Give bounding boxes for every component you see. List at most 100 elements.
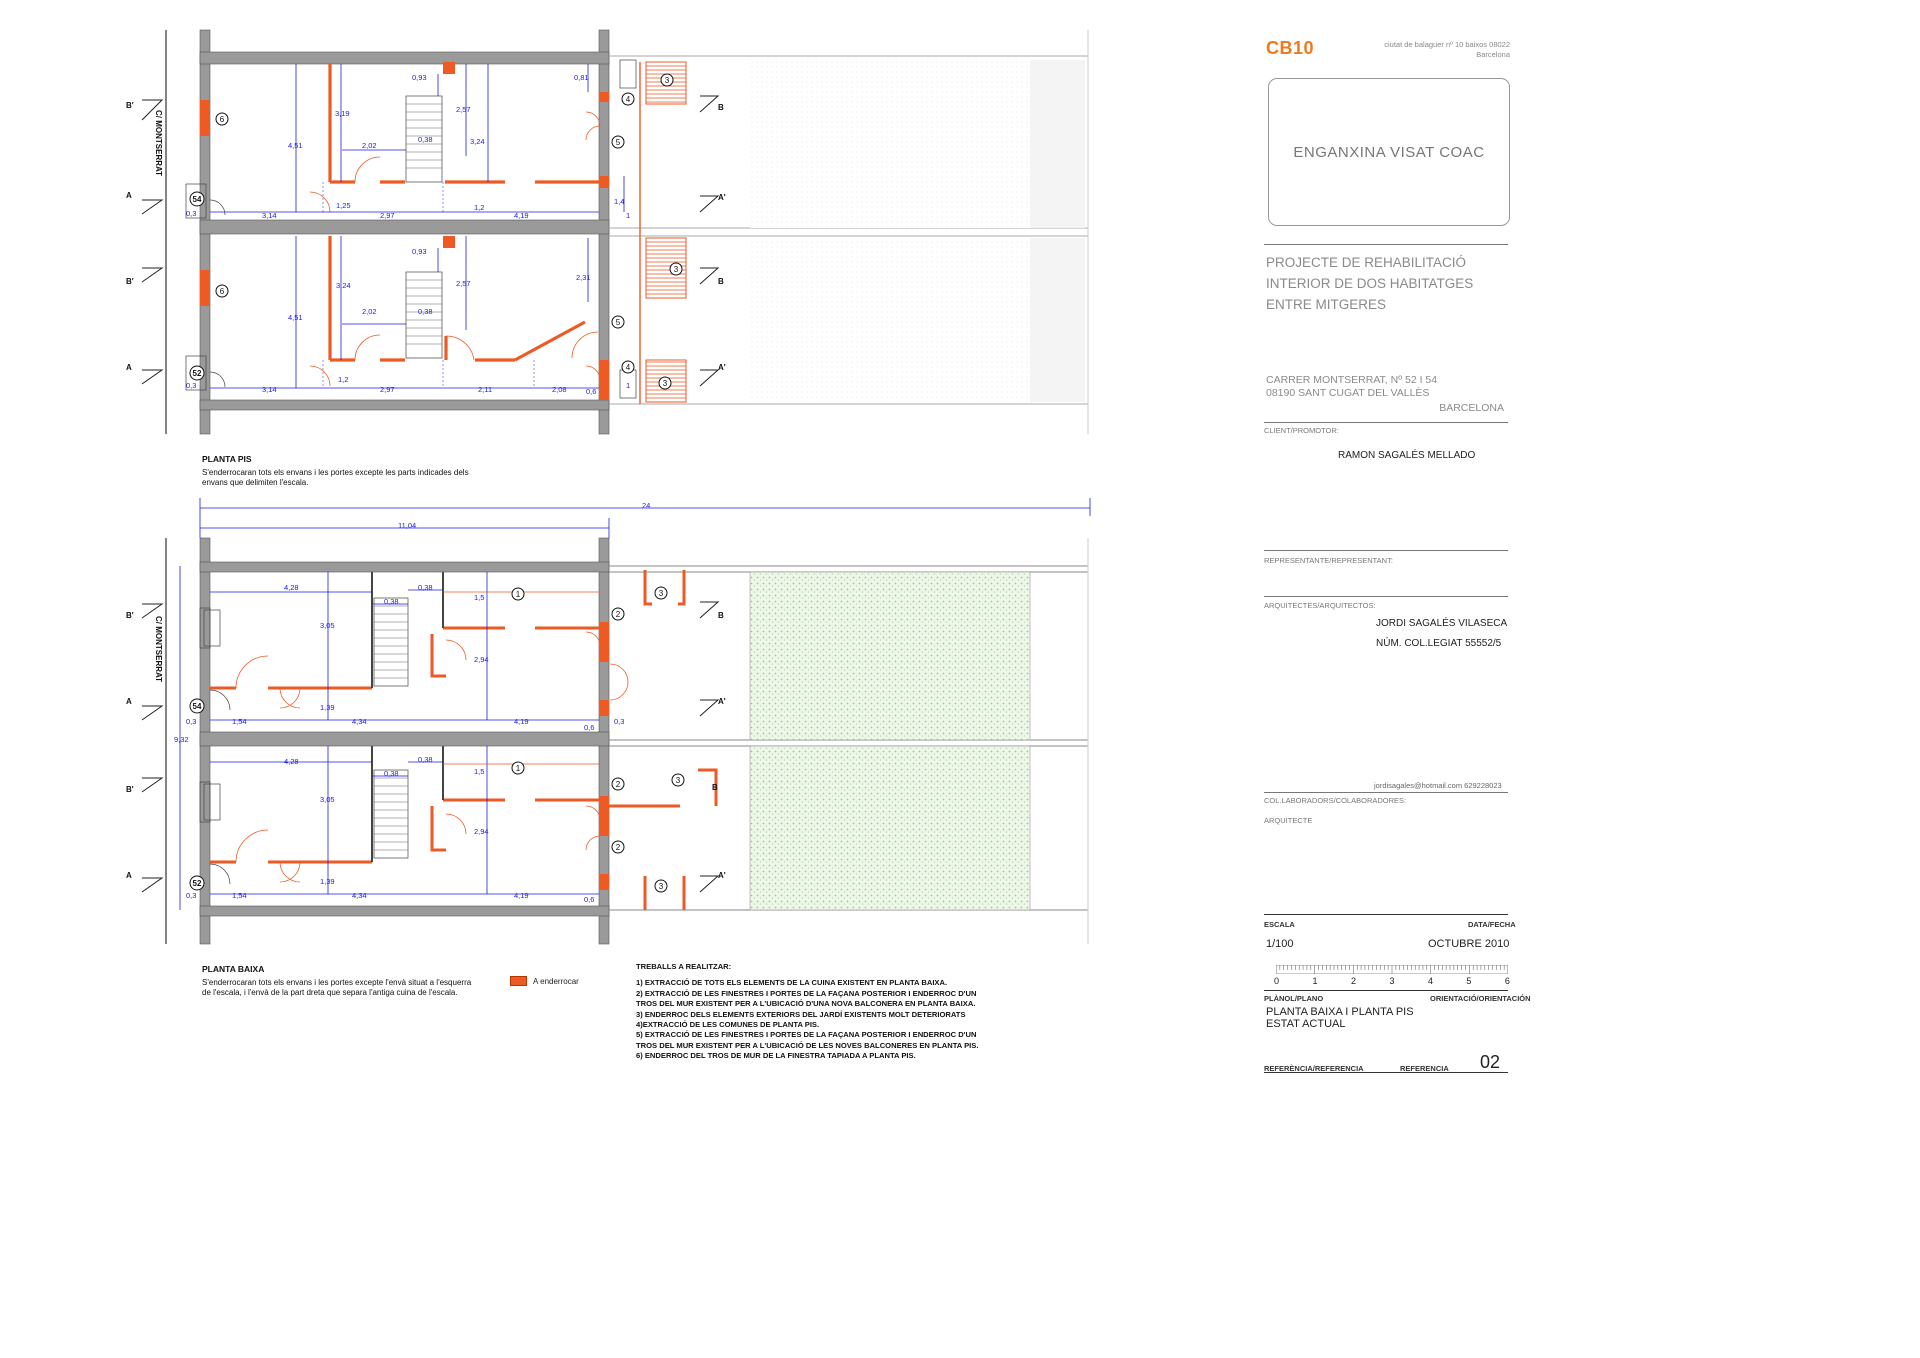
scale-value: 1/100 xyxy=(1266,938,1294,950)
ruler-number: 5 xyxy=(1466,976,1472,986)
dim-label: 4,34 xyxy=(352,717,367,726)
dim-label: 0,3 xyxy=(186,209,196,218)
dim-label: 0,38 xyxy=(418,755,433,764)
section-mark: B' xyxy=(126,785,134,794)
section-mark: B xyxy=(712,783,718,792)
dim-label: 4,28 xyxy=(284,757,299,766)
dim-label: 1,4 xyxy=(614,197,624,206)
dim-label: 0,6 xyxy=(584,895,594,904)
lower-plan-note: S'enderrocaran tots els envans i les por… xyxy=(202,978,471,998)
callout: 6 xyxy=(220,115,225,124)
dim-label: 0,81 xyxy=(574,73,589,82)
dim-label: 4,19 xyxy=(514,211,529,220)
floor-plan-drawing: 0,93 0,81 3,19 2,57 3,24 4,51 2,02 0,38 … xyxy=(126,29,1091,945)
works-item: 2) EXTRACCIÓ DE LES FINESTRES I PORTES D… xyxy=(636,988,977,998)
callout: 1 xyxy=(516,764,521,773)
dim-label: 4,19 xyxy=(514,891,529,900)
project-line: PROJECTE DE REHABILITACIÓ xyxy=(1266,255,1467,270)
dim-label: 1,25 xyxy=(336,201,351,210)
dim-label: 1,2 xyxy=(338,375,348,384)
dim-label: 2,08 xyxy=(552,385,567,394)
divider xyxy=(1264,792,1508,793)
dim-label: 24 xyxy=(642,501,650,510)
dim-label: 3,24 xyxy=(336,281,351,290)
dim-label: 9,32 xyxy=(174,735,189,744)
dim-label: 0,93 xyxy=(412,73,427,82)
dim-label: 2,31 xyxy=(576,273,591,282)
dim-label: 0,3 xyxy=(186,381,196,390)
dim-label: 0,38 xyxy=(418,583,433,592)
house-number: 54 xyxy=(193,702,202,711)
architect-college: NÚM. COL.LEGIAT 55552/5 xyxy=(1376,638,1502,649)
address-line: Barcelona xyxy=(1476,50,1510,59)
dim-label: 1,5 xyxy=(474,593,484,602)
callout: 4 xyxy=(626,363,631,372)
reference-label: REFERÈNCIA/REFERENCIA xyxy=(1264,1064,1364,1073)
project-title: PROJECTE DE REHABILITACIÓ INTERIOR DE DO… xyxy=(1266,252,1473,315)
dim-label: 4,51 xyxy=(288,313,303,322)
callout: 5 xyxy=(616,318,621,327)
dim-label: 2,94 xyxy=(474,655,489,664)
dim-label: 3,05 xyxy=(320,795,335,804)
divider xyxy=(1264,550,1508,551)
upper-plan-note: S'enderrocaran tots els envans i les por… xyxy=(202,468,469,488)
dim-label: 1,54 xyxy=(232,717,247,726)
callout: 3 xyxy=(659,882,664,891)
client-name: RAMON SAGALÉS MELLADO xyxy=(1338,450,1476,461)
dim-label: 2,57 xyxy=(456,279,471,288)
dim-label: 3,14 xyxy=(262,385,277,394)
plan-line: ESTAT ACTUAL xyxy=(1266,1018,1346,1030)
note-line: S'enderrocaran tots els envans i les por… xyxy=(202,978,472,987)
section-mark: B xyxy=(718,277,724,286)
divider xyxy=(1264,914,1508,915)
dim-label: 4,51 xyxy=(288,141,303,150)
dim-label: 4,19 xyxy=(514,717,529,726)
dim-label: 1,2 xyxy=(474,203,484,212)
site-address: CARRER MONTSERRAT, Nº 52 I 54 08190 SANT… xyxy=(1266,374,1504,415)
works-list: TREBALLS A REALITZAR: 1) EXTRACCIÓ DE TO… xyxy=(636,962,1016,1062)
house-number: 54 xyxy=(193,195,202,204)
callout: 3 xyxy=(665,76,670,85)
divider xyxy=(1264,422,1508,423)
plan-label: PLÀNOL/PLANO xyxy=(1264,994,1324,1003)
dim-label: 3,19 xyxy=(335,109,350,118)
collaborators-label: COL.LABORADORS/COLABORADORES: xyxy=(1264,796,1407,805)
dim-label: 0,3 xyxy=(614,717,624,726)
dim-label: 4,34 xyxy=(352,891,367,900)
note-line: de l'escala, i l'envà de la part dreta q… xyxy=(202,988,458,997)
upper-plan xyxy=(141,29,1089,435)
section-mark: A' xyxy=(718,871,726,880)
dim-label: 1,5 xyxy=(474,767,484,776)
ruler-number: 2 xyxy=(1350,976,1356,986)
callout: 2 xyxy=(616,843,621,852)
plan-title: PLANTA BAIXA I PLANTA PIS ESTAT ACTUAL xyxy=(1266,1006,1414,1030)
section-mark: A' xyxy=(718,193,726,202)
street-label: C/ MONTSERRAT xyxy=(154,616,163,682)
works-item: 1) EXTRACCIÓ DE TOTS ELS ELEMENTS DE LA … xyxy=(636,978,948,988)
plan-line: PLANTA BAIXA I PLANTA PIS xyxy=(1266,1006,1414,1018)
representative-label: REPRESENTANTE/REPRESENTANT: xyxy=(1264,556,1393,565)
demolish-swatch xyxy=(510,976,527,986)
dim-label: 3,24 xyxy=(470,137,485,146)
works-title: TREBALLS A REALITZAR: xyxy=(636,962,732,971)
dim-label: 0,38 xyxy=(384,597,399,606)
section-mark: B' xyxy=(126,101,134,110)
divider xyxy=(1264,990,1508,991)
dim-label: 0,38 xyxy=(418,135,433,144)
callout: 2 xyxy=(616,780,621,789)
dim-label: 4,28 xyxy=(284,583,299,592)
callout: 1 xyxy=(516,590,521,599)
site-line: CARRER MONTSERRAT, Nº 52 I 54 xyxy=(1266,374,1438,386)
orientation-label: ORIENTACIÓ/ORIENTACIÓN xyxy=(1430,994,1531,1003)
ruler-numbers: 0 1 2 3 4 5 6 xyxy=(1274,976,1510,986)
date-value: OCTUBRE 2010 xyxy=(1428,938,1510,950)
architects-label: ARQUITECTES/ARQUITECTOS: xyxy=(1264,601,1376,610)
architect-name: JORDI SAGALÉS VILASECA xyxy=(1376,618,1508,629)
dim-label: 0,3 xyxy=(186,717,196,726)
client-label: CLIENT/PROMOTOR: xyxy=(1264,426,1339,435)
section-mark: A xyxy=(126,191,132,200)
section-mark: B xyxy=(718,103,724,112)
dim-label: 0,93 xyxy=(412,247,427,256)
project-line: INTERIOR DE DOS HABITATGES xyxy=(1266,276,1474,291)
dim-label: 0,6 xyxy=(584,723,594,732)
